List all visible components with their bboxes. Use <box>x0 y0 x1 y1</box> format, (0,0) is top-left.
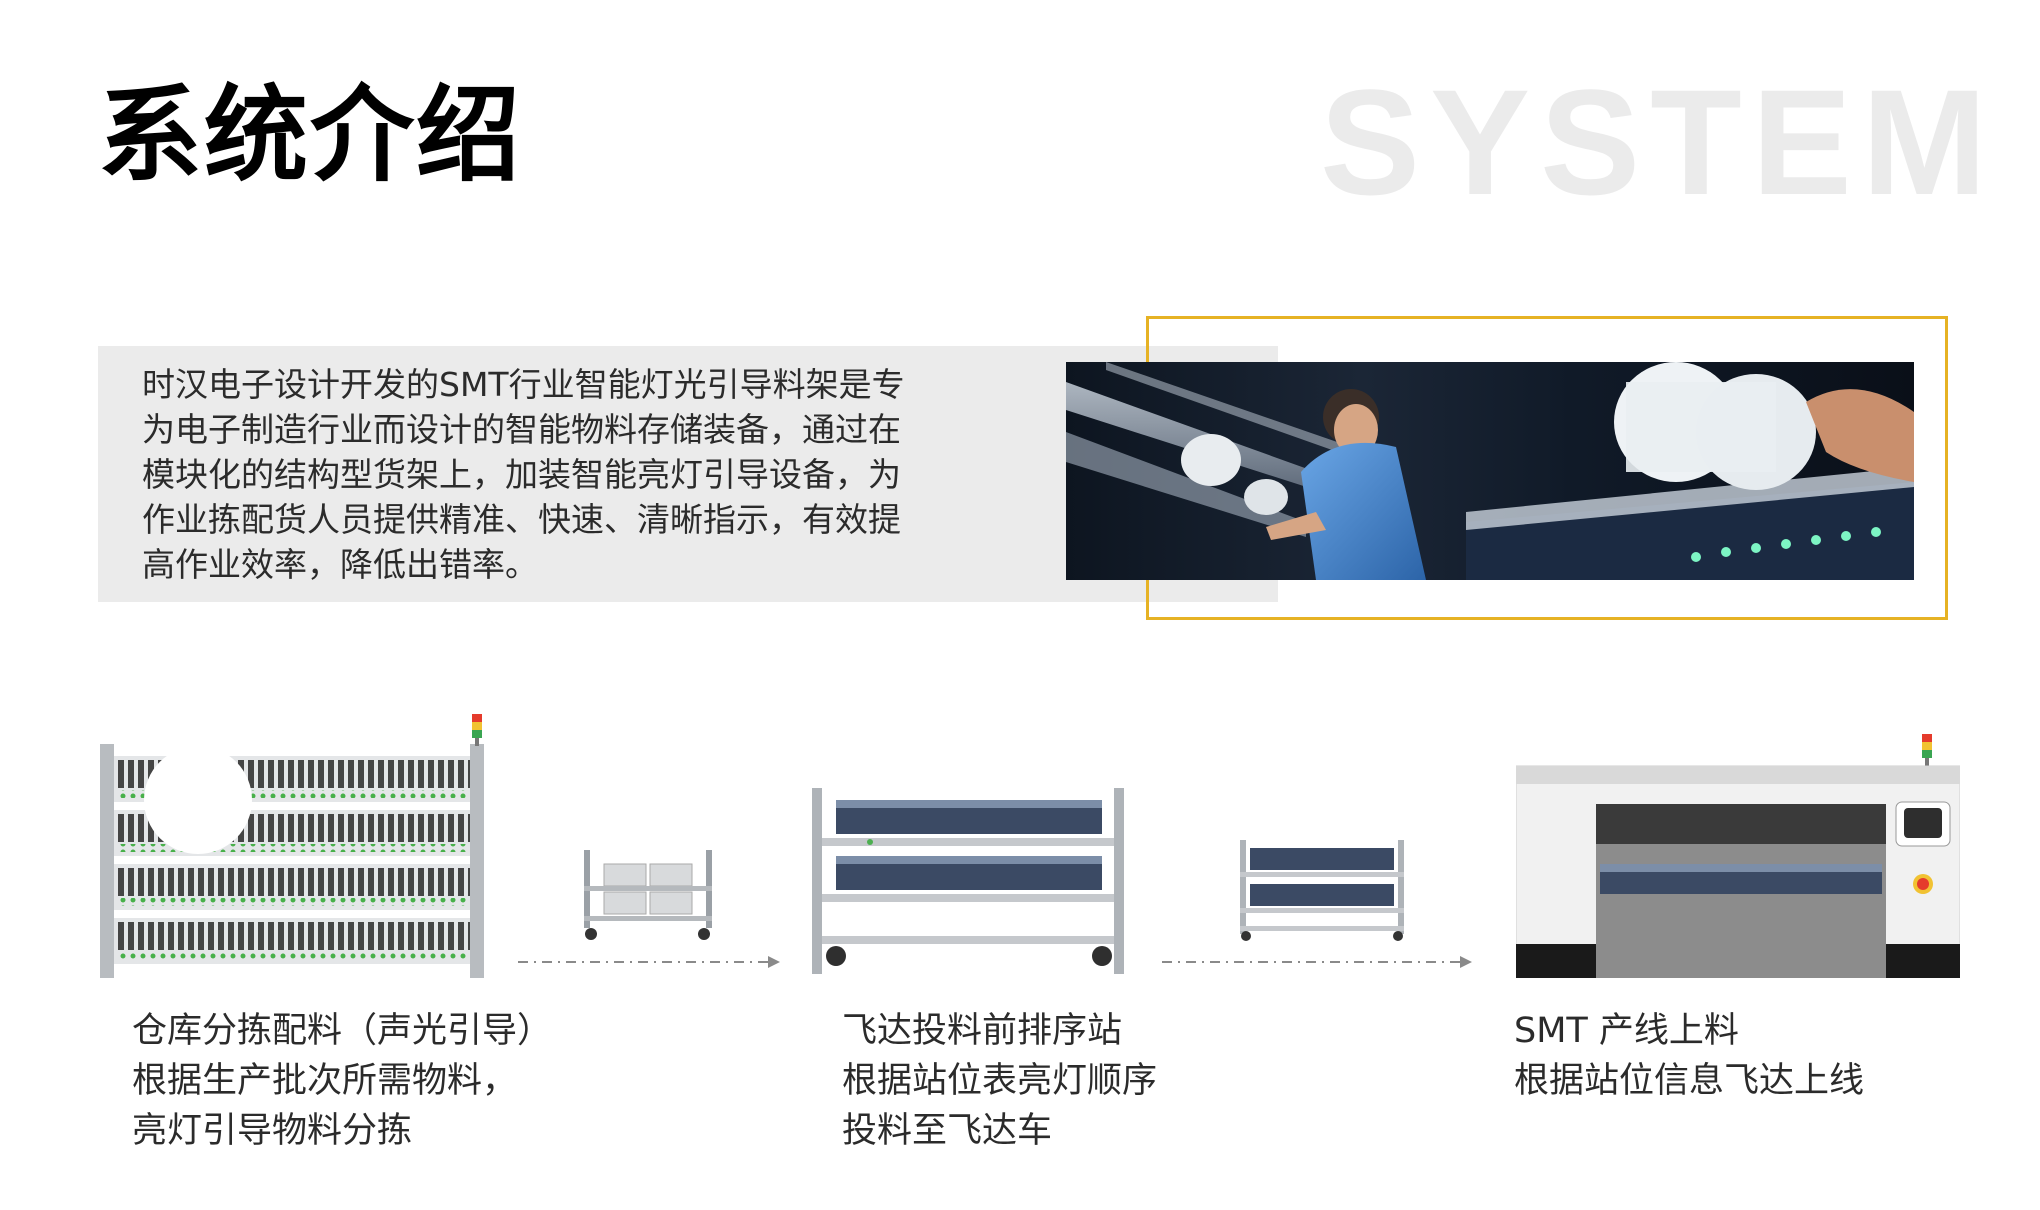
step-caption-smt: SMT 产线上料 根据站位信息飞达上线 <box>1514 1006 1864 1106</box>
step-caption-sorting: 飞达投料前排序站 根据站位表亮灯顺序 投料至飞达车 <box>842 1006 1157 1156</box>
watermark-text: SYSTEM <box>1320 58 1997 226</box>
caption-line: 亮灯引导物料分拣 <box>132 1111 413 1151</box>
intro-text: 时汉电子设计开发的SMT行业智能灯光引导料架是专 为电子制造行业而设计的智能物料… <box>142 362 1002 587</box>
intro-line: 时汉电子设计开发的SMT行业智能灯光引导料架是专 <box>142 365 905 404</box>
flow-arrow <box>1162 952 1476 972</box>
caption-line: 根据生产批次所需物料， <box>132 1061 518 1101</box>
intro-line: 模块化的结构型货架上，加装智能亮灯引导设备，为 <box>142 455 901 494</box>
small-cart-illustration <box>580 848 716 942</box>
caption-line: 仓库分拣配料（声光引导） <box>132 1011 553 1051</box>
page-title: 系统介绍 <box>98 74 523 196</box>
intro-line: 为电子制造行业而设计的智能物料存储装备，通过在 <box>142 410 901 449</box>
caption-line: SMT 产线上料 <box>1514 1011 1739 1051</box>
caption-line: 根据站位信息飞达上线 <box>1514 1061 1865 1101</box>
caption-line: 飞达投料前排序站 <box>842 1011 1123 1051</box>
intro-line: 高作业效率，降低出错率。 <box>142 545 538 584</box>
sorting-station-illustration <box>810 786 1128 976</box>
flow-arrow <box>518 952 784 972</box>
step-caption-warehouse: 仓库分拣配料（声光引导） 根据生产批次所需物料， 亮灯引导物料分拣 <box>132 1006 552 1156</box>
smt-machine-illustration <box>1515 734 1961 979</box>
hero-photo <box>1066 362 1914 580</box>
caption-line: 根据站位表亮灯顺序 <box>842 1061 1158 1101</box>
feeder-cart-illustration <box>1238 838 1406 942</box>
warehouse-rack-illustration <box>98 712 490 980</box>
intro-line: 作业拣配货人员提供精准、快速、清晰指示，有效提 <box>142 500 901 539</box>
caption-line: 投料至飞达车 <box>842 1111 1053 1151</box>
